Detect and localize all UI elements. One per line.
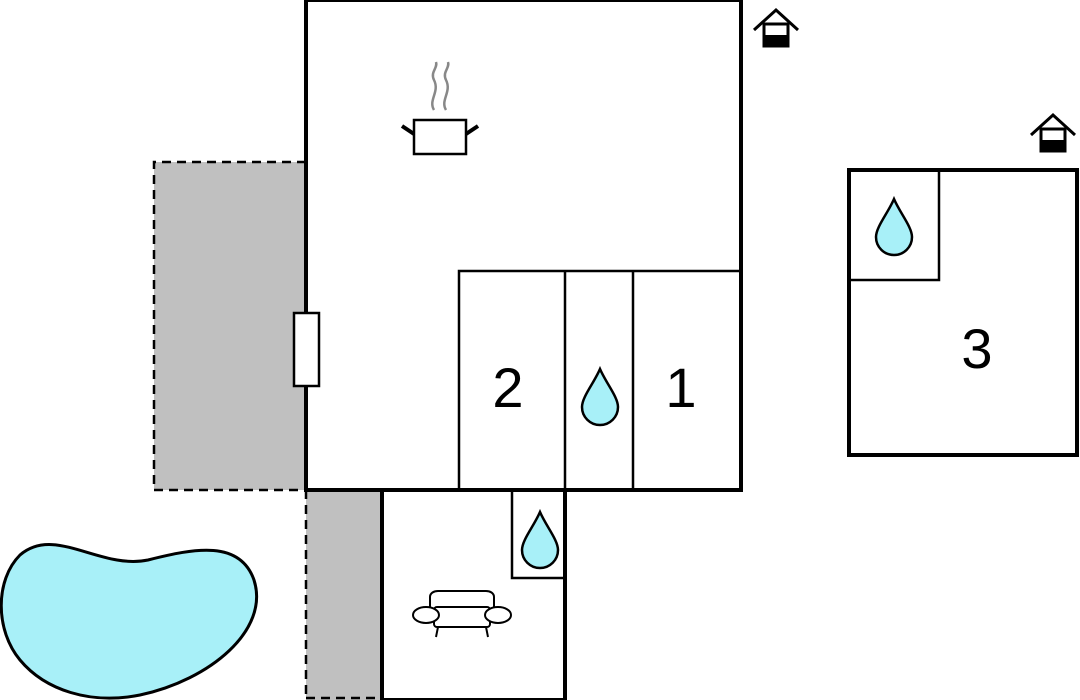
room-label-3: 3 — [961, 317, 992, 380]
house-entrance-icon — [1029, 113, 1077, 153]
room-label-1: 1 — [665, 356, 696, 419]
cooking-pot-icon — [400, 61, 480, 156]
window — [292, 311, 321, 388]
room-label-2: 2 — [492, 356, 523, 419]
sofa-icon — [412, 590, 512, 638]
terrace-bottom — [304, 490, 382, 700]
house-entrance-icon — [752, 8, 800, 48]
terrace-left — [152, 160, 306, 492]
annex-house — [847, 168, 1079, 457]
interior-walls — [457, 269, 741, 580]
pool — [0, 543, 259, 700]
